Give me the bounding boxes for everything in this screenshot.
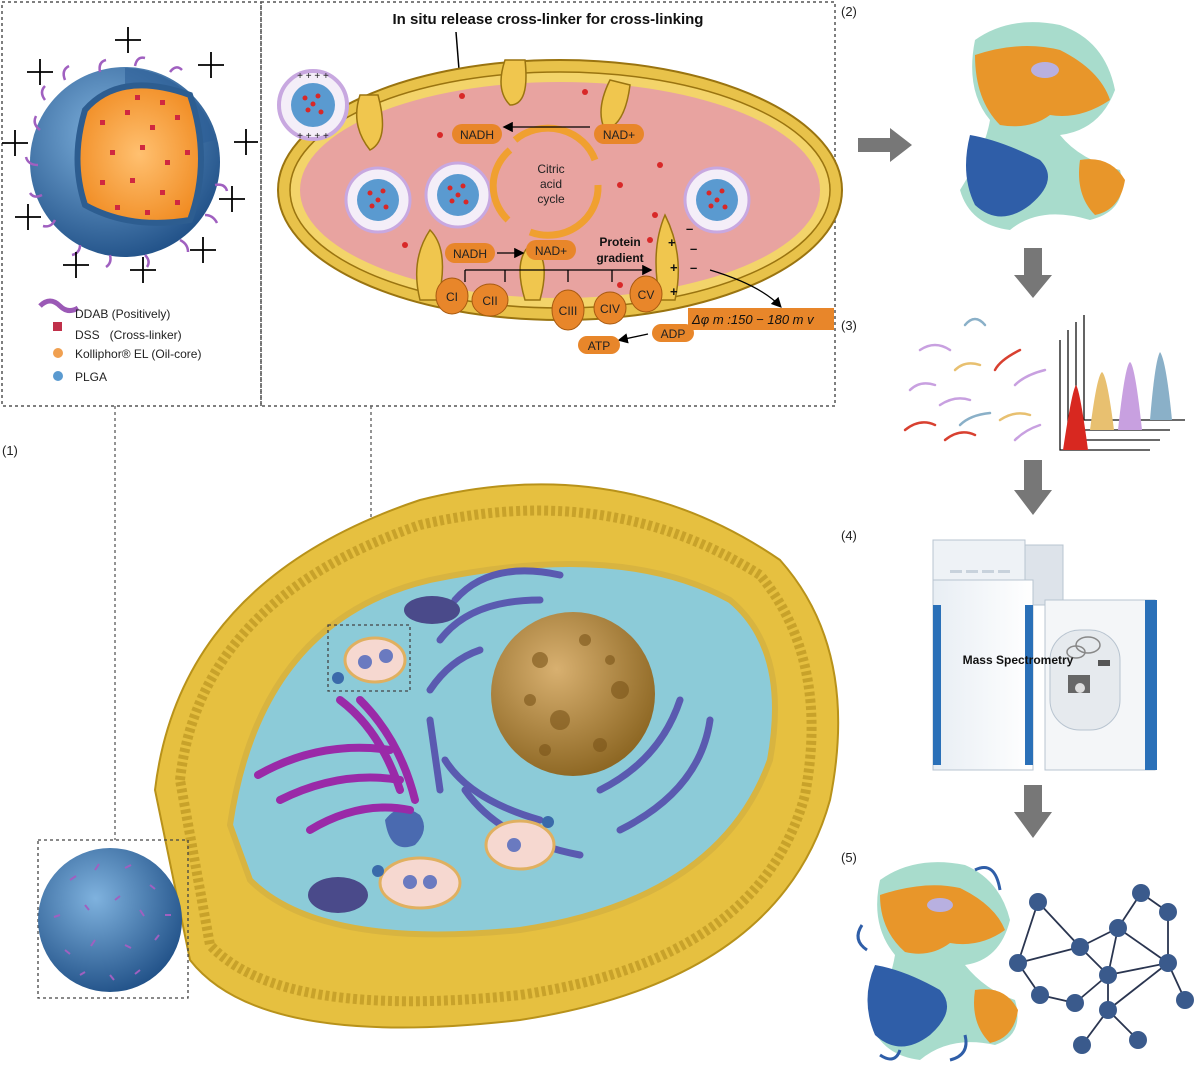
ddab-lipid-icon [38,298,80,314]
membrane-charges: + + + – – – [668,221,697,299]
svg-text:CV: CV [638,288,655,302]
legend: DDAB (Positively) DSS (Cross-linker) Kol… [38,298,201,384]
mass-spec-label: Mass Spectrometry [963,653,1074,667]
mitochondrion-panel: In situ release cross-linker for cross-l… [260,1,843,407]
cycle-label-1: Citric [537,162,564,176]
nadh-top-pill: NADH [452,124,502,144]
nanoparticle-cutaway [24,56,229,269]
dss-square-icon [53,322,62,331]
nanoparticle-matrix-1 [344,166,412,234]
cell-mitochondrion-1 [327,624,411,692]
nanoparticle-matrix-2 [424,161,492,229]
vacuole-bottom [308,877,368,913]
panel-label-2: (2) [841,4,857,19]
svg-text:+ + + +: + + + + [297,71,329,82]
svg-text:–: – [686,221,693,236]
svg-text:NAD+: NAD+ [535,244,567,258]
plga-dot-icon [53,371,63,381]
cell-mitochondrion-2 [484,816,556,871]
nanoparticle-matrix-3 [683,166,751,234]
svg-text:NADH: NADH [453,247,487,261]
peptide-mixture [903,317,1047,442]
flow-arrow-down-3 [1014,785,1052,838]
complex-cii: CII [471,283,509,317]
svg-text:–: – [690,241,697,256]
gradient-label-2: gradient [596,251,643,265]
panel-label-5: (5) [841,850,857,865]
kolliphor-dot-icon [53,348,63,358]
svg-text:+: + [670,284,678,299]
svg-text:Δφ m :150 − 180 m v: Δφ m :150 − 180 m v [691,312,815,327]
gradient-label-1: Protein [599,235,640,249]
legend-label-dss: DSS (Cross-linker) [75,328,182,342]
vacuole-top [404,596,460,624]
endoplasmic-reticulum [426,567,714,859]
positive-charges [2,27,258,283]
chromatogram [1059,315,1185,451]
nad-bottom-pill: NAD+ [526,240,576,260]
nad-top-pill: NAD+ [594,124,644,144]
adp-pill: ADP [652,324,694,342]
legend-label-plga: PLGA [75,370,107,384]
protein-structure-crosslinked [856,862,1018,1062]
svg-text:NAD+: NAD+ [603,128,635,142]
golgi-apparatus [254,696,419,834]
protein-structure-top [960,22,1125,231]
flow-arrow-down-2 [1014,460,1052,515]
legend-label-ddab: DDAB (Positively) [75,307,170,321]
flow-arrow-down-1 [1014,248,1052,298]
complex-cv: CV [629,275,663,313]
cell-cutaway [37,483,840,1029]
svg-text:–: – [690,260,697,275]
cycle-label-3: cycle [537,192,565,206]
atp-pill: ATP [578,336,620,354]
legend-label-kolliphor: Kolliphor® EL (Oil-core) [75,347,201,361]
panel-label-4: (4) [841,528,857,543]
svg-text:+: + [670,260,678,275]
panel-label-3: (3) [841,318,857,333]
cycle-label-2: acid [540,177,562,191]
mitochondrion [277,59,843,321]
interaction-network [1009,884,1194,1054]
nanoparticle-entering [37,839,189,999]
complex-ci: CI [435,277,469,315]
nucleus [491,612,655,776]
svg-text:CIV: CIV [600,302,620,316]
complex-civ: CIV [593,291,627,325]
nanoparticle-outside: + + + + + + + + [277,69,349,142]
complex-ciii: CIII [551,289,585,331]
citric-acid-cycle: Citric acid cycle [489,124,602,239]
cell-mitochondrion-3 [372,856,462,910]
svg-text:ATP: ATP [588,339,610,353]
svg-text:+ + + +: + + + + [297,131,329,142]
svg-text:NADH: NADH [460,128,494,142]
svg-text:CIII: CIII [559,304,578,318]
svg-text:CII: CII [482,294,497,308]
nadh-bottom-pill: NADH [445,243,495,263]
lysosome [385,808,424,848]
svg-text:ADP: ADP [661,327,686,341]
mass-spectrometer: Mass Spectrometry [932,539,1157,771]
panel-label-1: (1) [2,443,18,458]
membrane-potential-badge: Δφ m :150 − 180 m v [688,308,834,330]
svg-text:+: + [668,235,676,250]
etc-bracket [464,264,653,282]
mitochondrion-title: In situ release cross-linker for cross-l… [393,11,704,28]
flow-arrow-right [858,128,912,162]
nanoparticle-panel: DDAB (Positively) DSS (Cross-linker) Kol… [1,1,262,407]
svg-text:CI: CI [446,290,458,304]
